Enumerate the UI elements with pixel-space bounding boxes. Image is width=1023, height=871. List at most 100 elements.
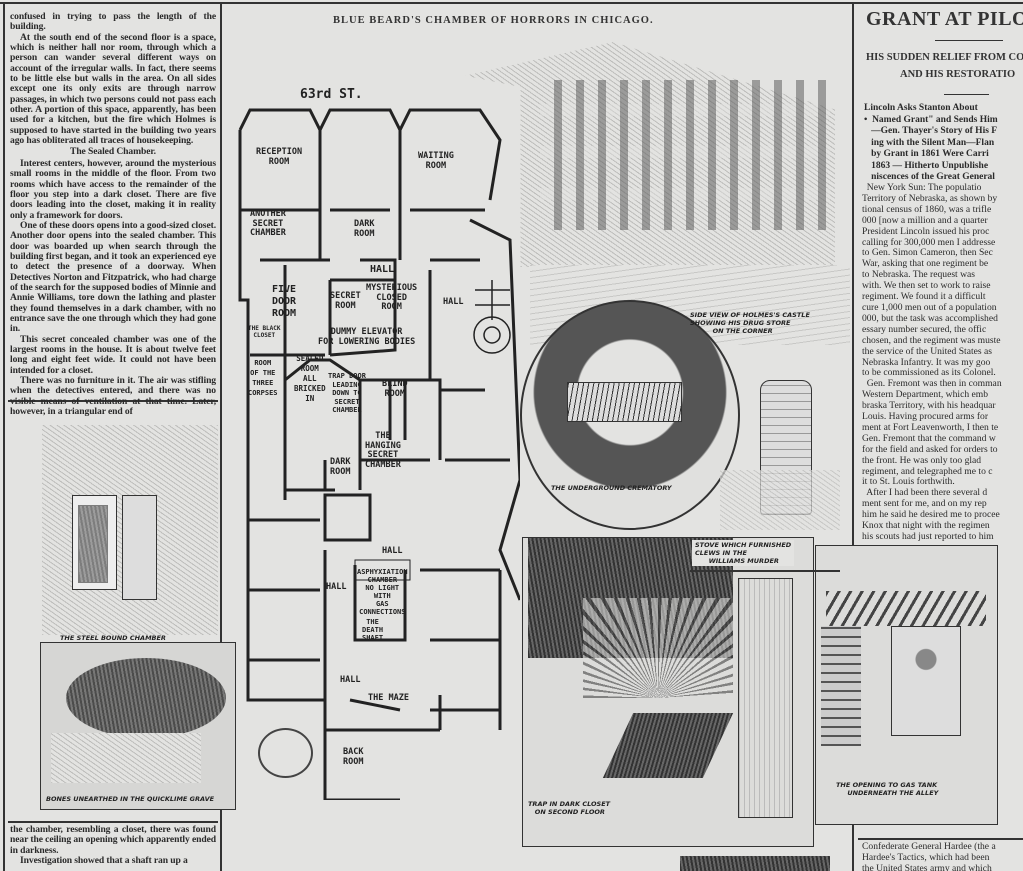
right-subhead-line: HIS SUDDEN RELIEF FROM CO — [866, 52, 1023, 63]
caption-crematory: THE UNDERGROUND CREMATORY — [551, 484, 672, 492]
room-label: HALL — [443, 297, 464, 307]
column-rule — [852, 4, 854, 871]
text-line: Confederate General Hardee (the a — [862, 841, 996, 852]
text-line: braska Territory, with his headquar — [862, 400, 996, 412]
text-line: tional census of 1860, was a trifle — [862, 203, 992, 215]
trap-dark-closet-illustration — [522, 537, 814, 847]
quicklime-grave-illustration — [40, 642, 236, 810]
street-label: 63rd ST. — [300, 87, 363, 102]
text-line: Gen. Fremont was then in comman — [862, 378, 1002, 390]
steel-bound-chamber-illustration — [42, 425, 218, 635]
text-line: essary number secured, the offic — [862, 323, 987, 335]
text-line: President Lincoln issued his proc — [862, 225, 990, 237]
lamp-rays — [583, 598, 733, 698]
headline-rule — [935, 40, 1003, 41]
text-line: the service of the United States as — [862, 345, 993, 357]
caption-stove: STOVE WHICH FURNISHED CLEWS IN THE WILLI… — [692, 540, 795, 566]
frame-line — [690, 570, 840, 572]
text-line: Lincoln Asks Stanton About — [864, 103, 978, 113]
rope-noose-drawing — [258, 728, 313, 778]
spiral-staircase — [473, 280, 511, 354]
text-line: Territory of Nebraska, as shown by — [862, 192, 998, 204]
room-label: ANOTHER SECRET CHAMBER — [250, 209, 286, 238]
text-line: the front. He was only too glad — [862, 454, 982, 466]
text-line: Hardee's Tactics, which had been — [862, 851, 990, 863]
text-line: his scouts had just reported to him — [862, 531, 994, 542]
text-line: chosen, and the regiment was muste — [862, 334, 1001, 346]
paragraph: confused in trying to pass the length of… — [10, 11, 216, 33]
text-line: ing with the Silent Man—Flan — [864, 137, 995, 148]
text-line: Nebraska Infantry. It was my goo — [862, 356, 991, 368]
paragraph: There was no furniture in it. The air wa… — [10, 375, 216, 418]
subhead-rule — [944, 94, 989, 95]
top-rule — [0, 2, 1023, 4]
text-line: for the field and asked for orders to — [862, 443, 998, 455]
bones — [51, 733, 201, 783]
left-article-top: confused in trying to pass the length of… — [10, 11, 216, 418]
text-line: Louis. Having procured arms for — [862, 411, 989, 423]
bottom-rule — [858, 838, 1023, 840]
text-line: to be commissioned as its Colonel. — [862, 367, 996, 379]
text-line: cure 1,000 men out of a population — [862, 301, 997, 313]
feature-headline: BLUE BEARD'S CHAMBER OF HORRORS IN CHICA… — [333, 15, 654, 26]
bottom-dark-block — [680, 856, 830, 871]
text-line: niscences of the Great General — [864, 172, 995, 182]
text-line: by Grant in 1861 Were Carri — [864, 149, 989, 159]
paragraph: One of these doors opens into a good-siz… — [10, 219, 216, 335]
stove-floor — [720, 470, 840, 530]
right-article-headline: GRANT AT PILOT K — [866, 8, 1023, 30]
gas-tank-opening-illustration — [815, 545, 998, 825]
column-rule-left — [3, 4, 5, 871]
text-line: ment sent for me, and on my rep — [862, 498, 987, 510]
open-door-drawing — [122, 495, 157, 600]
paragraph: This secret concealed chamber was one of… — [10, 333, 216, 376]
text-line: New York Sun: The populatio — [862, 182, 982, 193]
caption-gas-tank: THE OPENING TO GAS TANK UNDERNEATH THE A… — [836, 781, 939, 797]
section-rule — [8, 400, 218, 402]
text-line: Western Department, which emb — [862, 389, 989, 401]
room-label: SECRET ROOM — [330, 291, 361, 311]
text-line: • Named Grant" and Sends Him — [864, 114, 998, 125]
caption-steel-bound-chamber: THE STEEL BOUND CHAMBER — [60, 634, 166, 642]
text-line: regiment. We found it a difficult — [862, 291, 986, 303]
text-line: ment at Fort Leavenworth, I then te — [862, 421, 999, 433]
trap-opening — [602, 713, 734, 778]
room-label: ROOM OF THE THREE CORPSES — [248, 359, 278, 397]
paragraph: the chamber, resembling a closet, there … — [10, 824, 217, 856]
room-label: MYSTERIOUS CLOSED ROOM — [366, 283, 418, 312]
text-line: him he said he desired me to procee — [862, 509, 1000, 521]
furnace-grate — [567, 382, 682, 422]
room-label: SEALED ROOM ALL BRICKED IN — [294, 354, 326, 403]
text-line: —Gen. Thayer's Story of His F — [864, 126, 998, 136]
text-line: Knox that night with the regimen — [862, 520, 990, 532]
caption-castle: SIDE VIEW OF HOLMES'S CASTLE SHOWING HIS… — [690, 311, 810, 335]
room-label: WAITING ROOM — [418, 151, 454, 171]
room-label: FIVE DOOR ROOM — [272, 284, 297, 319]
floor-plan — [238, 108, 520, 800]
room-label: ASPHYXIATION CHAMBER NO LIGHT WITH GAS C… — [357, 568, 408, 616]
text-line: with. We then set to work to raise — [862, 280, 991, 292]
crematory-illustration — [520, 300, 740, 530]
beams — [826, 591, 986, 626]
room-label: BACK ROOM — [343, 747, 364, 767]
room-label: DUMMY ELEVATOR FOR LOWERING BODIES — [318, 327, 416, 347]
room-label: BLIND ROOM — [382, 379, 408, 399]
paragraph: Investigation showed that a shaft ran up… — [20, 855, 188, 867]
paragraph: At the south end of the second floor is … — [10, 31, 216, 147]
grave-pit — [66, 658, 226, 738]
text-line: 000, but the task was accomplished — [862, 312, 998, 324]
room-label: DARK ROOM — [330, 457, 351, 477]
room-label: THE BLACK CLOSET — [248, 325, 281, 339]
room-label: THE MAZE — [368, 693, 409, 703]
section-rule — [8, 821, 218, 823]
text-line: War, asking that one regiment be — [862, 258, 989, 270]
text-line: After I had been there several d — [862, 487, 988, 499]
right-subhead-line: AND HIS RESTORATIO — [900, 69, 1016, 80]
left-article-bottom: the chamber, resembling a closet, there … — [10, 824, 217, 867]
text-line: 1863 — Hitherto Unpublishe — [864, 160, 989, 171]
text-line: the United States army and which — [862, 862, 992, 871]
room-label: RECEPTION ROOM — [256, 147, 303, 167]
room-label: THE HANGING SECRET CHAMBER — [365, 431, 401, 470]
tank-opening — [891, 626, 961, 736]
